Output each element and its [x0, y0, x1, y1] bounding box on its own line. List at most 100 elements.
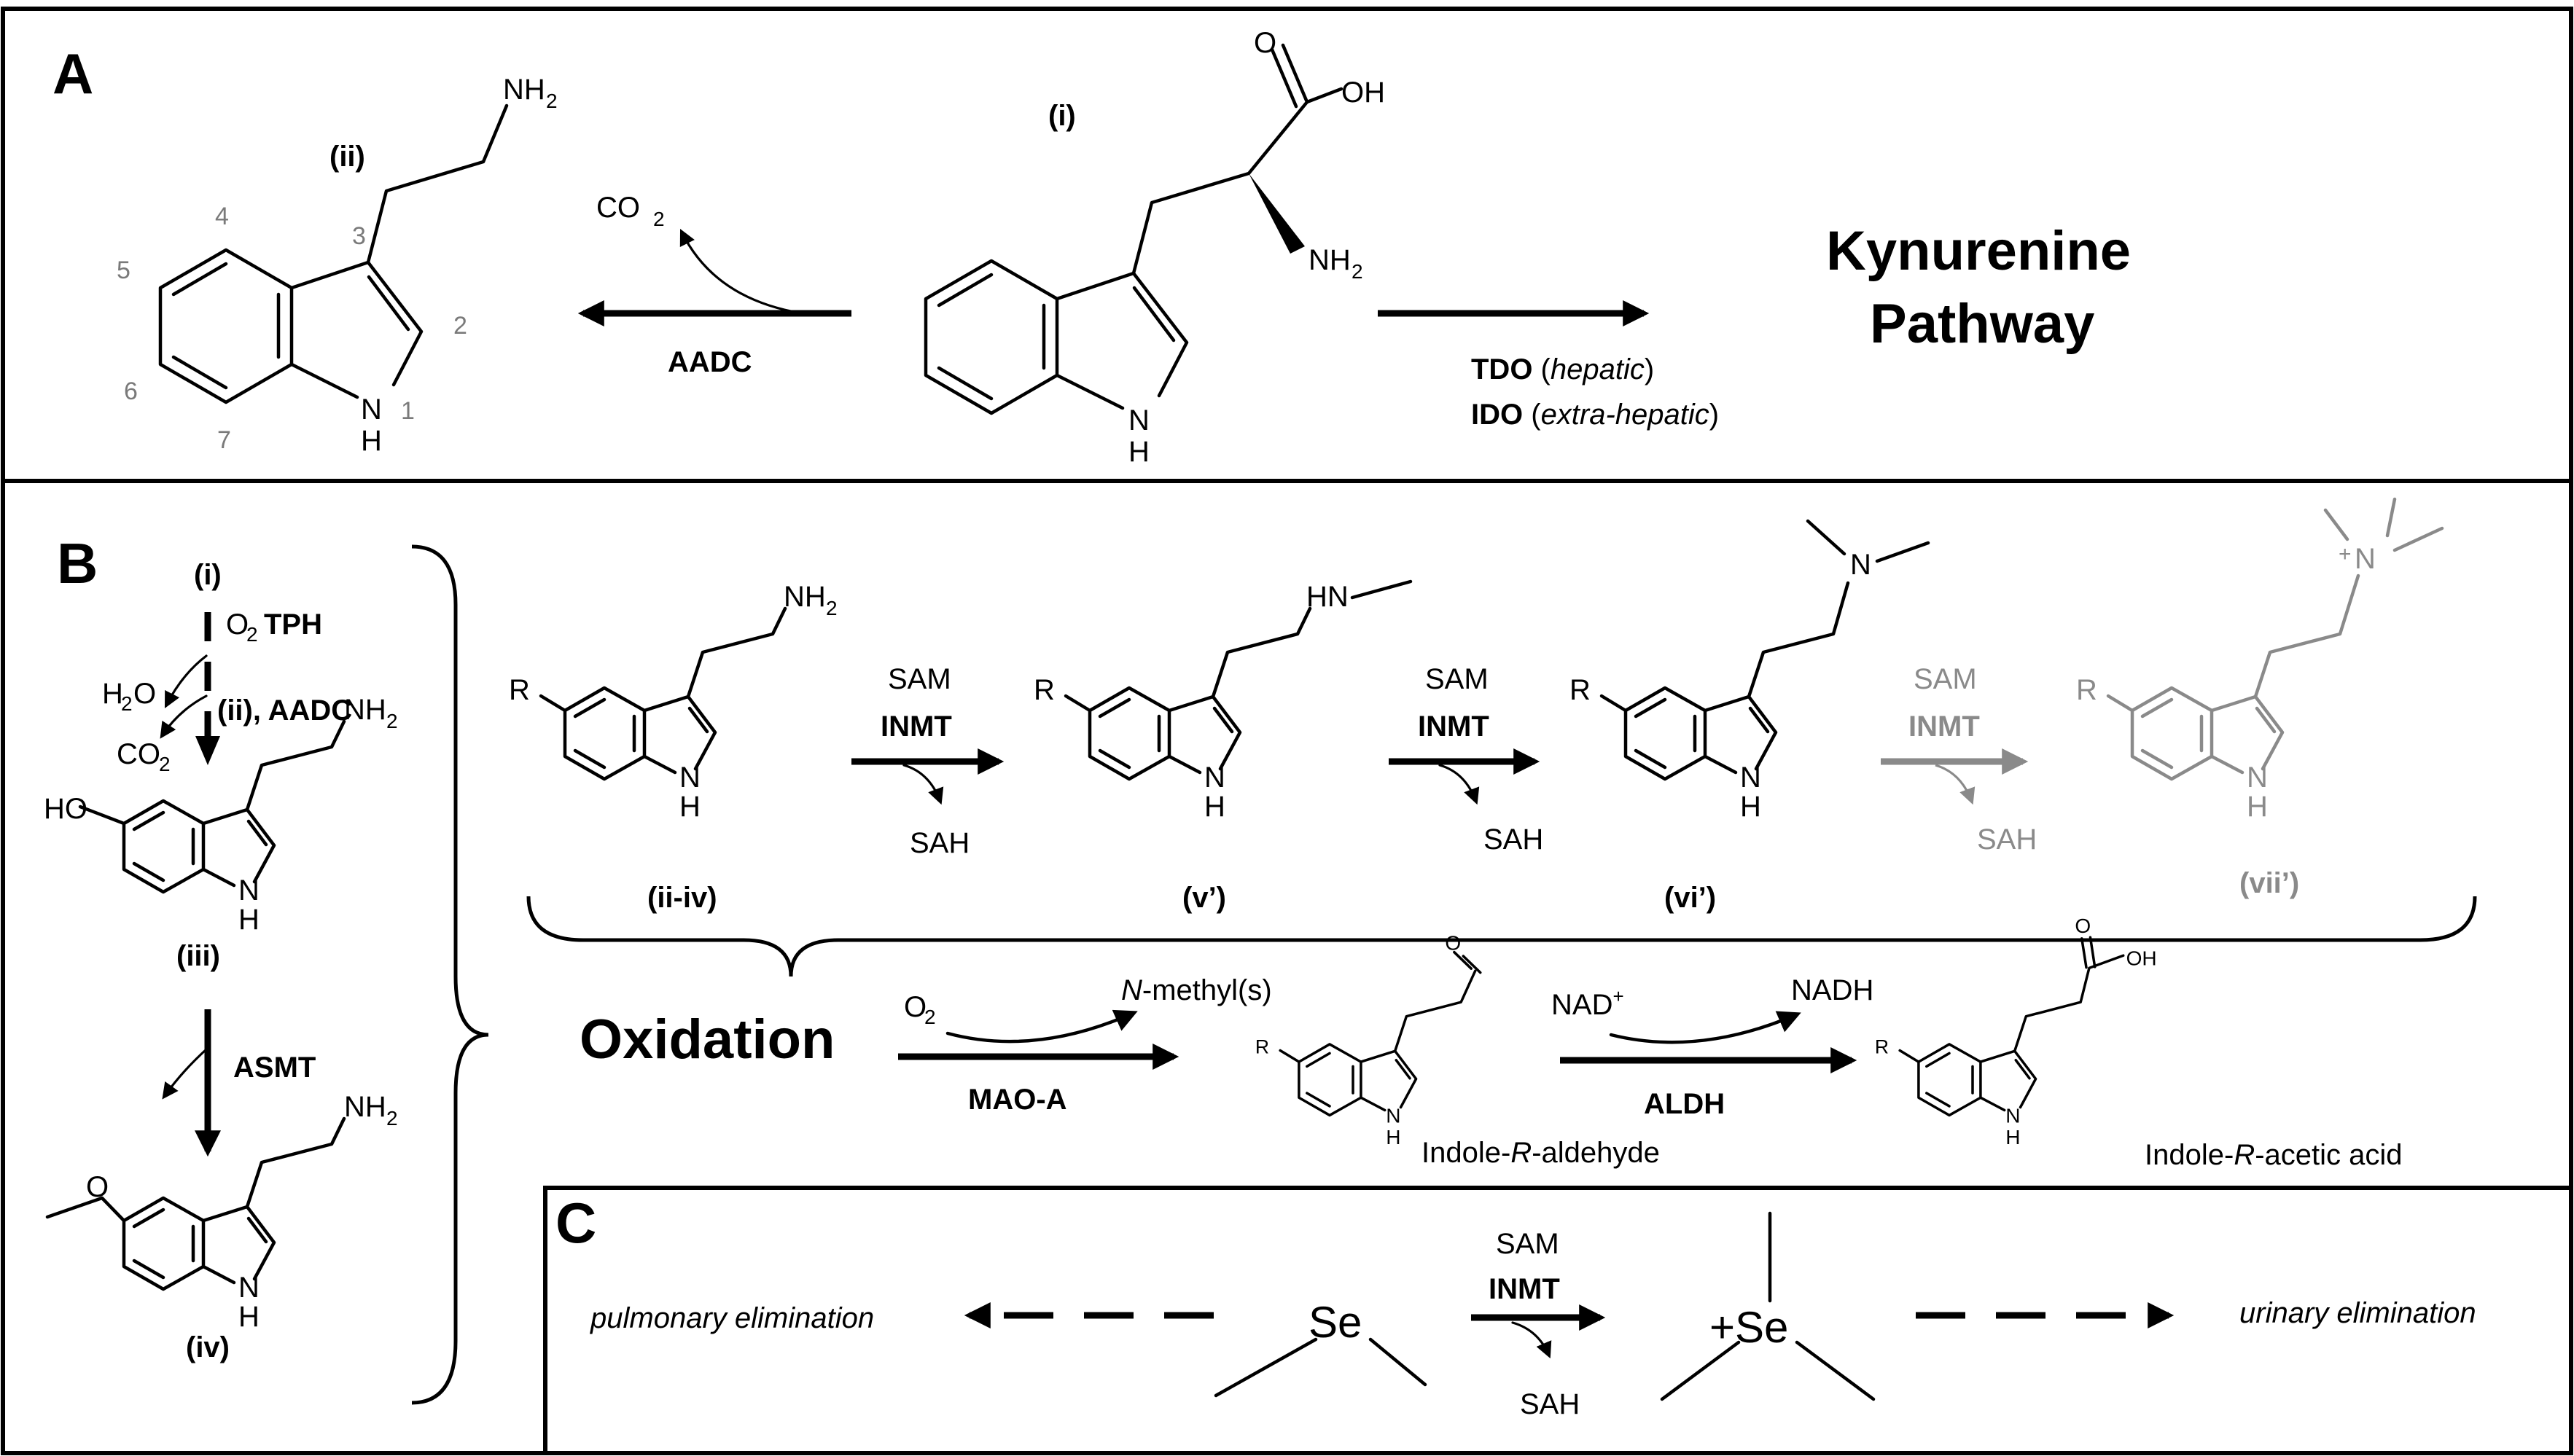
svg-text:H: H: [238, 904, 260, 936]
svg-text:SAM: SAM: [1496, 1228, 1559, 1260]
svg-text:SAM: SAM: [1425, 663, 1489, 695]
methoxytryptamine-structure: O N H NH 2: [45, 1091, 398, 1333]
svg-text:2: 2: [924, 1006, 936, 1028]
svg-text:N: N: [679, 762, 701, 794]
svg-text:H: H: [2247, 791, 2268, 823]
svg-text:N-methyl(s): N-methyl(s): [1121, 974, 1272, 1006]
svg-text:NH: NH: [1309, 244, 1351, 276]
compound-vi: R N H N: [1569, 519, 1930, 823]
svg-text:INMT: INMT: [881, 711, 952, 743]
svg-text:2: 2: [121, 692, 133, 715]
svg-text:7: 7: [217, 426, 231, 454]
svg-text:O: O: [2075, 915, 2091, 937]
svg-text:R: R: [1255, 1036, 1269, 1057]
svg-text:2: 2: [453, 312, 467, 340]
panel-a-letter: A: [52, 42, 93, 106]
svg-text:2: 2: [826, 597, 838, 619]
svg-text:2: 2: [546, 90, 558, 112]
svg-text:H: H: [1128, 436, 1150, 468]
tdo-label: TDO (hepatic): [1471, 353, 1654, 385]
svg-text:NH: NH: [344, 694, 386, 726]
svg-text:OH: OH: [1341, 77, 1385, 109]
svg-text:N: N: [2355, 543, 2376, 575]
svg-text:R: R: [1569, 674, 1591, 706]
panel-c-letter: C: [555, 1191, 596, 1255]
panel-b-letter: B: [57, 531, 98, 595]
svg-text:6: 6: [124, 377, 138, 405]
svg-text:O: O: [133, 678, 156, 710]
svg-text:O: O: [86, 1171, 109, 1203]
svg-text:H: H: [238, 1301, 260, 1333]
svg-text:R: R: [2076, 674, 2097, 706]
svg-text:(ii): (ii): [329, 141, 365, 173]
svg-text:N: N: [1204, 762, 1225, 794]
svg-text:SAH: SAH: [1520, 1388, 1580, 1420]
svg-text:R: R: [509, 674, 530, 706]
svg-text:(i): (i): [194, 559, 222, 591]
svg-text:N: N: [1740, 762, 1761, 794]
svg-text:(iii): (iii): [176, 940, 220, 972]
svg-text:H: H: [679, 791, 701, 823]
svg-text:SAH: SAH: [1977, 823, 2037, 856]
indole-aldehyde: R N H O: [1255, 931, 1482, 1148]
svg-text:H: H: [1740, 791, 1761, 823]
svg-text:N: N: [1850, 549, 1871, 581]
svg-text:5: 5: [117, 257, 130, 284]
svg-text:NH: NH: [784, 581, 826, 613]
svg-text:(i): (i): [1048, 100, 1076, 132]
svg-text:CO: CO: [596, 192, 640, 224]
panel-c-frame: [543, 1186, 2571, 1453]
svg-text:ASMT: ASMT: [233, 1052, 316, 1084]
svg-text:N: N: [2247, 762, 2268, 794]
svg-text:Indole-R-acetic acid: Indole-R-acetic acid: [2145, 1139, 2403, 1171]
svg-text:H: H: [2005, 1126, 2020, 1148]
brace-left: [411, 544, 489, 1405]
dimethylselenide: Se: [1214, 1298, 1427, 1398]
svg-text:OH: OH: [2126, 947, 2157, 970]
svg-text:CO: CO: [117, 738, 160, 770]
svg-text:1: 1: [401, 397, 415, 425]
svg-text:2: 2: [653, 208, 665, 230]
svg-text:2: 2: [1352, 260, 1363, 283]
svg-text:R: R: [1875, 1036, 1889, 1057]
ido-label: IDO (extra-hepatic): [1471, 399, 1719, 431]
svg-text:Indole-R-aldehyde: Indole-R-aldehyde: [1421, 1137, 1660, 1169]
svg-text:SAM: SAM: [1914, 663, 1977, 695]
tryptophan-structure: N H O OH NH 2 (i): [924, 27, 1385, 468]
svg-text:INMT: INMT: [1489, 1273, 1560, 1305]
svg-text:(vii’): (vii’): [2239, 867, 2299, 899]
svg-text:R: R: [1034, 674, 1055, 706]
svg-text:INMT: INMT: [1908, 711, 1980, 743]
svg-text:2: 2: [386, 710, 398, 732]
svg-text:INMT: INMT: [1418, 711, 1489, 743]
urinary-label: urinary elimination: [2239, 1297, 2476, 1329]
svg-text:4: 4: [215, 203, 229, 230]
co2-release-arrow: [679, 228, 803, 315]
compound-ii-iv: R N H NH 2: [509, 581, 838, 823]
svg-text:H: H: [1386, 1126, 1400, 1148]
svg-text:Se: Se: [1309, 1298, 1362, 1347]
svg-text:H: H: [102, 678, 123, 710]
brace-bottom: [526, 896, 2477, 977]
svg-text:NAD+: NAD+: [1551, 985, 1624, 1021]
svg-text:N: N: [1128, 404, 1150, 437]
svg-text:O: O: [1254, 27, 1276, 59]
svg-text:NH: NH: [503, 74, 545, 106]
svg-text:(vi’): (vi’): [1664, 882, 1716, 914]
svg-text:HO: HO: [44, 793, 87, 825]
svg-text:2: 2: [386, 1107, 398, 1130]
svg-text:SAH: SAH: [910, 827, 970, 859]
svg-text:(ii-iv): (ii-iv): [647, 882, 717, 914]
svg-text:H: H: [361, 425, 382, 457]
trimethylselenonium: +Se: [1660, 1211, 1876, 1401]
svg-text:SAH: SAH: [1483, 823, 1543, 856]
svg-text:N: N: [361, 394, 382, 426]
kynurenine-title: Kynurenine: [1826, 220, 2131, 282]
svg-text:O: O: [1445, 931, 1461, 954]
svg-text:(ii), AADC: (ii), AADC: [217, 694, 352, 727]
serotonin-structure: HO N H NH 2: [44, 694, 398, 936]
panel-b-frame: [1, 479, 2573, 1455]
pulmonary-label: pulmonary elimination: [590, 1302, 874, 1334]
svg-text:N: N: [2005, 1105, 2020, 1127]
